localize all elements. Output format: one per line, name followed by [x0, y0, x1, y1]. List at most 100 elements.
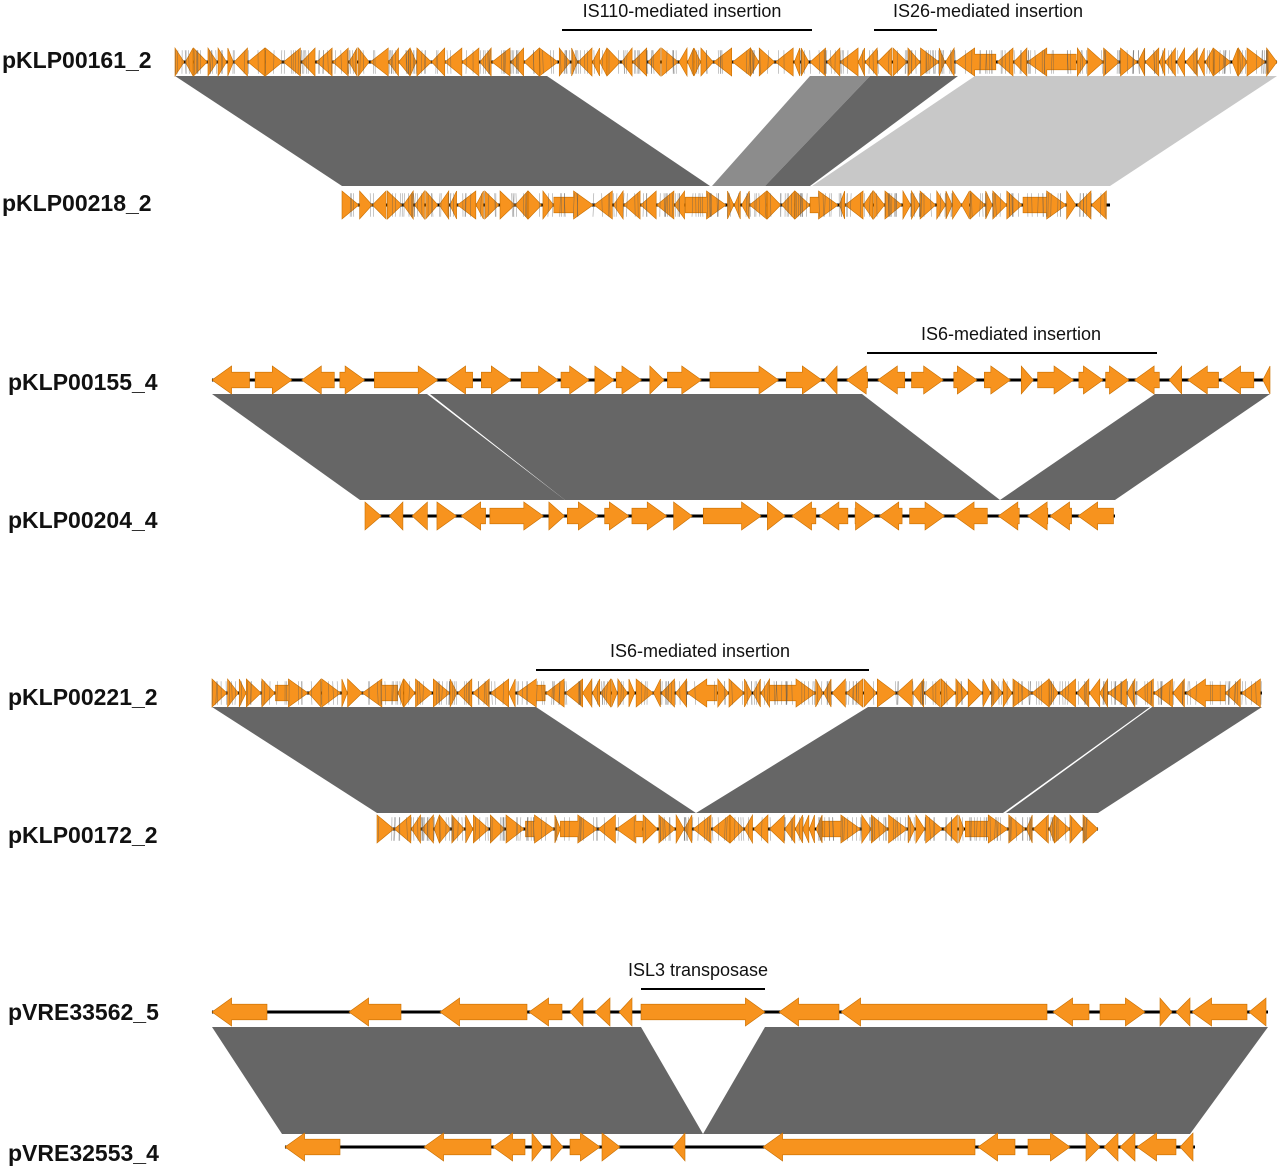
gene-arrow [491, 47, 511, 77]
gene-arrow [911, 189, 920, 221]
homology-block [212, 707, 696, 813]
gene-arrow [732, 47, 751, 77]
gene-arrow [531, 1132, 544, 1162]
gene-arrow [640, 997, 766, 1027]
gene-track-pklp00155-4 [211, 365, 1271, 395]
gene-arrow [729, 814, 745, 844]
gene-track-pklp00172-2 [376, 813, 1099, 845]
gene-arrow [809, 47, 826, 77]
gene-arrow [753, 814, 769, 844]
gene-arrow [617, 678, 628, 708]
plasmid-label-pklp00221-2: pKLP00221_2 [8, 684, 158, 710]
gene-arrow [744, 678, 753, 708]
gene-arrow [1225, 678, 1241, 708]
gene-arrow [376, 814, 395, 844]
homology-block [212, 1027, 703, 1134]
gene-arrow [687, 47, 694, 77]
gene-arrow [489, 501, 544, 531]
gene-arrow [767, 501, 786, 531]
homology-block [175, 76, 710, 186]
gene-arrow [672, 1132, 686, 1162]
gene-arrow [1220, 365, 1255, 395]
gene-arrow [438, 190, 450, 220]
gene-arrow [560, 814, 598, 844]
gene-arrow [1168, 365, 1183, 395]
gene-arrow [863, 190, 874, 220]
gene-arrow [1135, 678, 1154, 708]
gene-arrow [877, 47, 892, 77]
gene-arrow [254, 365, 293, 395]
gene-arrow [1246, 47, 1266, 77]
gene-arrow [623, 190, 641, 220]
gene-arrow [490, 678, 509, 708]
gene-arrow [642, 814, 658, 844]
gene-arrow [1066, 190, 1077, 220]
gene-arrow [594, 365, 615, 395]
gene-arrow [766, 190, 782, 220]
gene-arrow [1022, 190, 1067, 220]
gene-arrow [831, 678, 846, 708]
gene-arrow [892, 47, 908, 77]
gene-arrow [1049, 501, 1072, 531]
gene-arrow [1136, 1132, 1177, 1162]
gene-arrow [793, 47, 801, 77]
gene-arrow [749, 190, 767, 220]
gene-arrow [800, 47, 810, 77]
gene-arrow [877, 365, 906, 395]
gene-arrow [1241, 678, 1261, 708]
gene-arrow [778, 997, 840, 1027]
gene-arrow [472, 678, 490, 708]
gene-arrow [823, 365, 838, 395]
comparison-2: IS6-mediated insertion pKLP00155_4 pKLP0… [8, 324, 1271, 533]
gene-track-pvre32553-4 [284, 1132, 1195, 1162]
gene-arrow [985, 190, 993, 220]
gene-arrow [1087, 47, 1104, 77]
gene-arrow [1248, 997, 1267, 1027]
gene-arrow [692, 814, 712, 844]
gene-arrow [615, 365, 643, 395]
gene-arrow [961, 190, 970, 220]
gene-arrow [1077, 501, 1114, 531]
gene-arrow [520, 365, 559, 395]
gene-track-pklp00218-2 [341, 189, 1110, 221]
homology-blocks-4 [212, 1027, 1268, 1134]
gene-arrow [238, 678, 247, 708]
gene-arrow [611, 678, 618, 708]
gene-arrow [339, 365, 366, 395]
gene-arrow [388, 47, 399, 77]
plasmid-label-pklp00204-4: pKLP00204_4 [8, 507, 158, 533]
gene-arrow [1076, 678, 1090, 708]
gene-arrow [1069, 814, 1083, 844]
homology-blocks-3 [212, 707, 1262, 813]
gene-track-pklp00221-2 [211, 677, 1262, 709]
gene-arrow [1031, 678, 1050, 708]
gene-arrow [227, 678, 239, 708]
gene-arrow [936, 189, 946, 221]
gene-arrow [902, 189, 912, 221]
gene-arrow [1191, 997, 1248, 1027]
gene-arrow [369, 47, 389, 77]
gene-arrow [818, 501, 849, 531]
gene-arrow [954, 47, 997, 77]
gene-track-pklp00161-2 [174, 46, 1278, 78]
homology-blocks-2 [212, 394, 1270, 500]
gene-arrow [791, 501, 817, 531]
gene-arrow [516, 678, 546, 708]
gene-arrow [1185, 678, 1226, 708]
gene-arrow [1185, 47, 1198, 77]
gene-arrow [423, 1132, 492, 1162]
gene-arrow [592, 47, 600, 77]
gene-arrow [728, 678, 745, 708]
plasmid-label-pklp00161-2: pKLP00161_2 [2, 47, 152, 73]
gene-arrow [301, 365, 335, 395]
gene-arrow [577, 47, 593, 77]
gene-arrow [1134, 365, 1160, 395]
gene-arrow [693, 47, 701, 77]
annotation-label-is110: IS110-mediated insertion [583, 1, 782, 21]
gene-arrow [364, 501, 382, 531]
gene-arrow [1266, 47, 1278, 77]
gene-arrow [838, 190, 845, 220]
gene-arrow [1037, 365, 1075, 395]
gene-arrow [569, 1132, 601, 1162]
gene-arrow [597, 814, 616, 844]
